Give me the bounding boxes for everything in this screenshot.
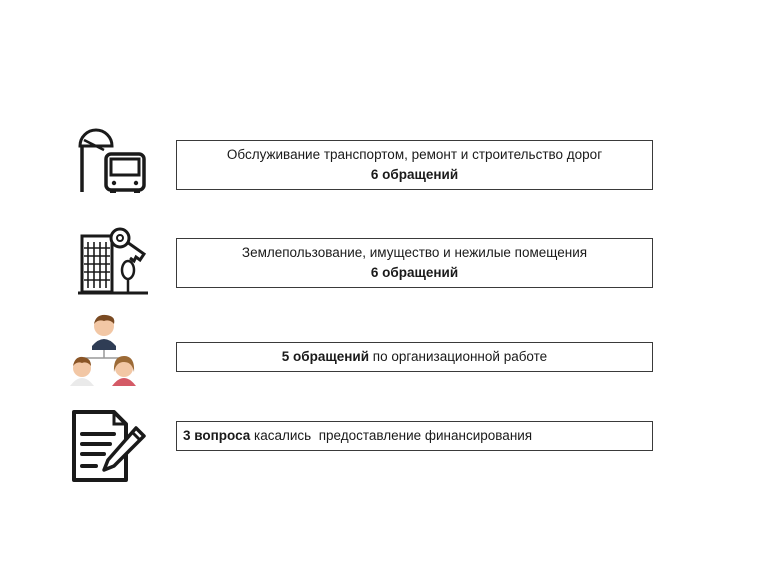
item-box: 5 обращений по организационной работе xyxy=(176,342,653,372)
item-box: 3 вопроса касались предоставление финанс… xyxy=(176,421,653,451)
item-title: Обслуживание транспортом, ремонт и строи… xyxy=(226,147,603,162)
item-box: Обслуживание транспортом, ремонт и строи… xyxy=(176,140,653,190)
item-box: Землепользование, имущество и нежилые по… xyxy=(176,238,653,288)
item-text: 5 обращений по организационной работе xyxy=(177,347,652,367)
item-title: Землепользование, имущество и нежилые по… xyxy=(241,245,588,260)
item-count: 5 обращений xyxy=(281,349,370,364)
bus-stop-icon xyxy=(78,128,146,193)
item-count: 3 вопроса xyxy=(183,428,251,443)
item-text: 3 вопроса касались предоставление финанс… xyxy=(183,426,652,446)
building-key-icon xyxy=(78,227,148,295)
people-group-icon xyxy=(70,314,136,386)
item-title: касались предоставление финансирования xyxy=(250,428,533,443)
document-pen-icon xyxy=(72,410,146,482)
item-title: по организационной работе xyxy=(369,349,548,364)
item-count: 6 обращений xyxy=(370,265,459,280)
item-count: 6 обращений xyxy=(370,167,459,182)
